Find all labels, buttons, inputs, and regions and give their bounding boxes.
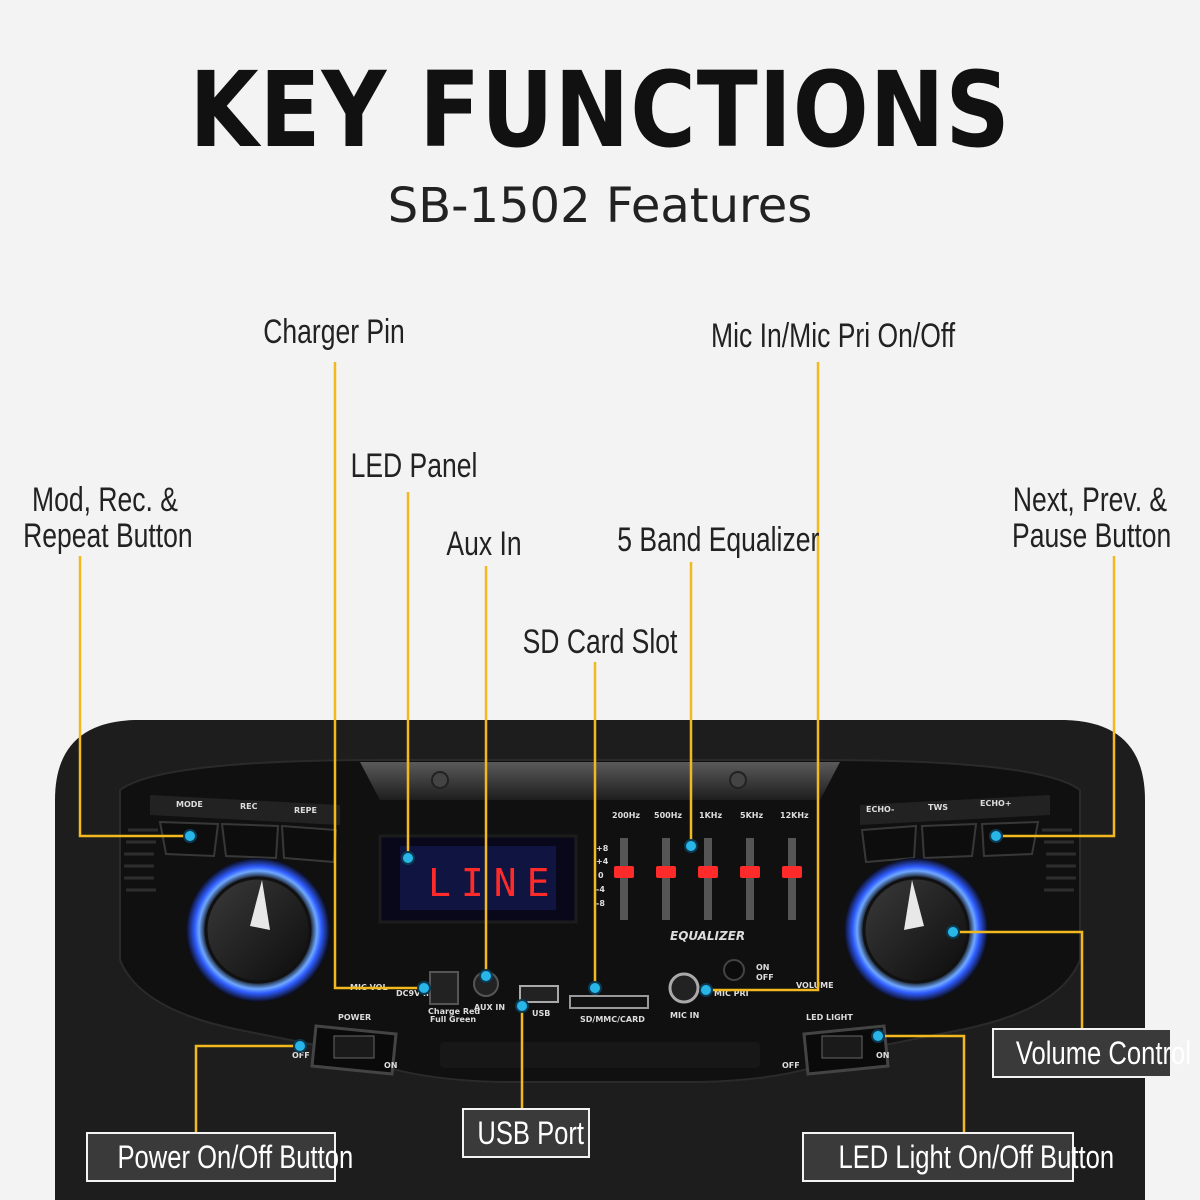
eq-scale-label: 0 [598,871,604,880]
pause-button[interactable] [920,822,978,860]
mic-pri-on: ON [756,963,770,972]
sd-card-slot[interactable] [569,995,649,1009]
rec-label: REC [240,802,258,811]
callout-mic-in: Mic In/Mic Pri On/Off [711,317,956,355]
eq-label: EQUALIZER [670,929,745,943]
right-vent [1042,828,1076,892]
led-on-label: ON [876,1051,890,1060]
eq-freq-label: 12KHz [780,811,809,820]
charge-note: Full Green [430,1015,476,1024]
mic-in-port[interactable] [668,972,700,1004]
eq-scale-label: +8 [596,844,609,853]
callout-usb-port: USB Port [462,1108,590,1158]
charge-note: Charge Red [428,1007,480,1016]
mic-pri-button[interactable] [723,959,745,981]
eq-slider-5khz[interactable] [740,866,760,878]
mic-in-label: MIC IN [670,1011,699,1020]
screw-icon [431,771,449,789]
eq-scale-label: +4 [596,857,609,866]
power-off-label: OFF [292,1051,310,1060]
echo-plus-label: ECHO+ [980,799,1012,808]
callout-next-prev: Next, Prev. & Pause Button [1012,481,1172,556]
led-display-text: LINE [428,861,560,905]
usb-label: USB [532,1009,550,1018]
echo-minus-label: ECHO- [866,805,894,814]
volume-label: VOLUME [796,981,834,990]
eq-freq-label: 1KHz [699,811,722,820]
dc-charger-port[interactable] [429,971,459,1005]
mic-pri-label: MIC PRI [714,989,749,998]
tws-label: TWS [928,803,948,812]
led-off-label: OFF [782,1061,800,1070]
eq-scale-label: -8 [596,899,605,908]
eq-freq-label: 5KHz [740,811,763,820]
volume-knob[interactable] [862,876,970,984]
page-title: KEY FUNCTIONS [189,49,1011,171]
eq-freq-label: 200Hz [612,811,640,820]
screw-icon [729,771,747,789]
callout-mode-buttons: Mod, Rec. & Repeat Button [23,481,193,556]
aux-label: AUX IN [474,1003,505,1012]
repeat-button[interactable] [280,824,338,864]
callout-led-panel: LED Panel [350,447,478,485]
usb-port[interactable] [519,985,559,1003]
top-trim [360,762,840,800]
repeat-label: REPE [294,806,317,815]
dc-in-label: DC9V IN [396,989,433,998]
mic-pri-off: OFF [756,973,774,982]
callout-power-button: Power On/Off Button [86,1132,353,1182]
page-subtitle: SB-1502 Features [387,178,813,234]
power-on-label: ON [384,1061,398,1070]
eq-slider-12khz[interactable] [782,866,802,878]
mode-label: MODE [176,800,203,809]
callout-led-light-button: LED Light On/Off Button [802,1132,1114,1182]
callout-aux-in: Aux In [446,525,522,563]
callout-leaders [78,362,1116,1134]
mic-volume-knob[interactable] [204,876,312,984]
callout-equalizer: 5 Band Equalizer [617,521,820,559]
eq-freq-label: 500Hz [654,811,682,820]
eq-slider-1khz[interactable] [698,866,718,878]
led-light-label: LED LIGHT [806,1013,853,1022]
left-vent [124,828,158,892]
eq-scale-label: -4 [596,885,605,894]
eq-slider-200hz[interactable] [614,866,634,878]
sd-label: SD/MMC/CARD [580,1015,645,1024]
callout-sd-slot: SD Card Slot [522,623,678,661]
callout-volume-control: Volume Control [992,1028,1191,1078]
eq-slider-500hz[interactable] [656,866,676,878]
callout-charger-pin: Charger Pin [263,313,405,351]
rec-button[interactable] [220,822,280,860]
power-label: POWER [338,1013,371,1022]
prev-button[interactable] [860,824,918,864]
equalizer-section: 200Hz 500Hz 1KHz 5KHz 12KHz +8 +4 0 -4 -… [596,811,809,943]
callout-dots [183,829,1003,1053]
